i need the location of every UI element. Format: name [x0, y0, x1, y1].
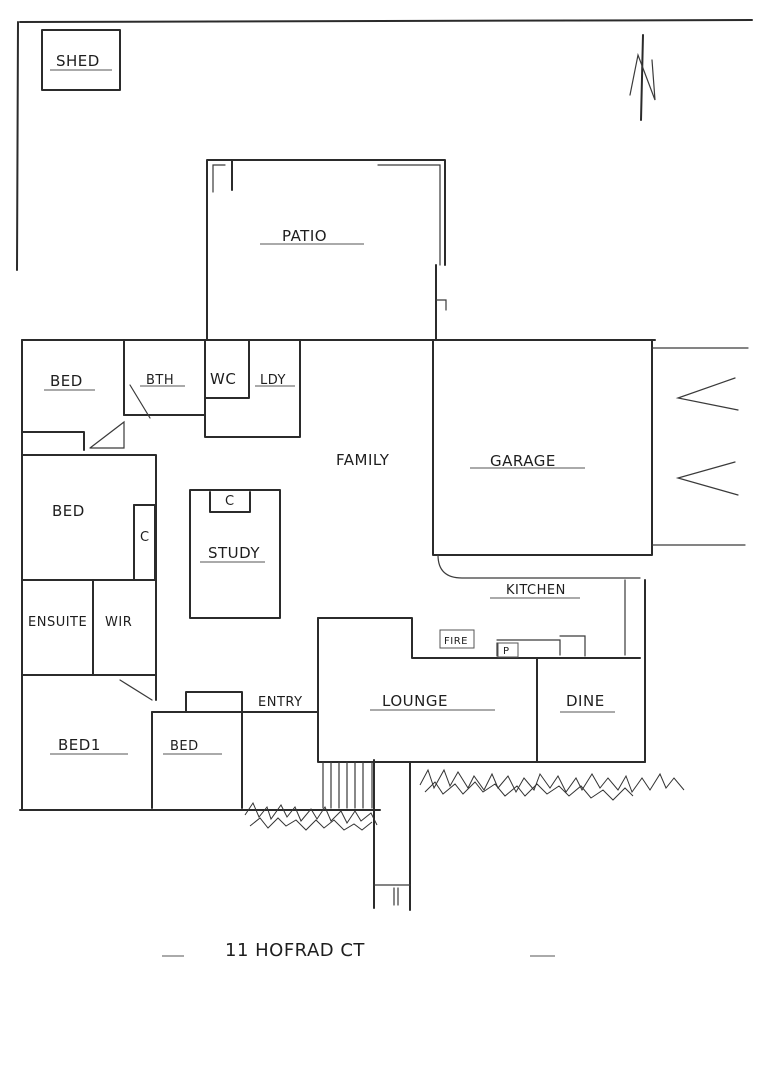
pantry-label: P: [503, 646, 510, 657]
bed-front-label: BED: [170, 739, 199, 754]
entry-steps: [322, 761, 373, 809]
dine-label: DINE: [566, 692, 605, 710]
entry-label: ENTRY: [258, 695, 303, 710]
room-labels: SHED PATIO BED BTH WC LDY FAMILY GARAGE …: [28, 52, 605, 754]
address-block: 11 HOFRAD CT: [162, 940, 555, 961]
pantry: P: [497, 642, 519, 658]
patio-outline: [206, 159, 447, 341]
house-walls: [21, 339, 749, 911]
family-label: FAMILY: [336, 451, 390, 469]
bed1-label: BED1: [58, 736, 101, 754]
north-arrow-icon: [629, 34, 656, 121]
kitchen-label: KITCHEN: [506, 583, 566, 598]
ensuite-label: ENSUITE: [28, 615, 87, 630]
label-underlines: [44, 69, 615, 755]
shed: [41, 29, 121, 91]
wir-label: WIR: [105, 615, 132, 630]
bed-nw-label: BED: [50, 372, 83, 390]
property-boundary: [16, 19, 753, 811]
laundry-label: LDY: [260, 373, 286, 388]
fireplace: FIRE: [439, 629, 475, 649]
bath-label: BTH: [146, 373, 174, 388]
garage-label: GARAGE: [490, 452, 556, 470]
study-label: STUDY: [208, 544, 260, 562]
front-garden-planting: [244, 768, 685, 831]
wc-label: WC: [210, 370, 236, 388]
fire-label: FIRE: [444, 636, 468, 647]
address-label: 11 HOFRAD CT: [225, 940, 365, 961]
bed-mid-label: BED: [52, 502, 85, 520]
study-cupboard-label: C: [225, 494, 235, 509]
bed-cupboard-label: C: [140, 530, 150, 545]
shed-label: SHED: [56, 52, 100, 70]
lounge-label: LOUNGE: [382, 692, 448, 710]
patio-label: PATIO: [282, 227, 327, 245]
